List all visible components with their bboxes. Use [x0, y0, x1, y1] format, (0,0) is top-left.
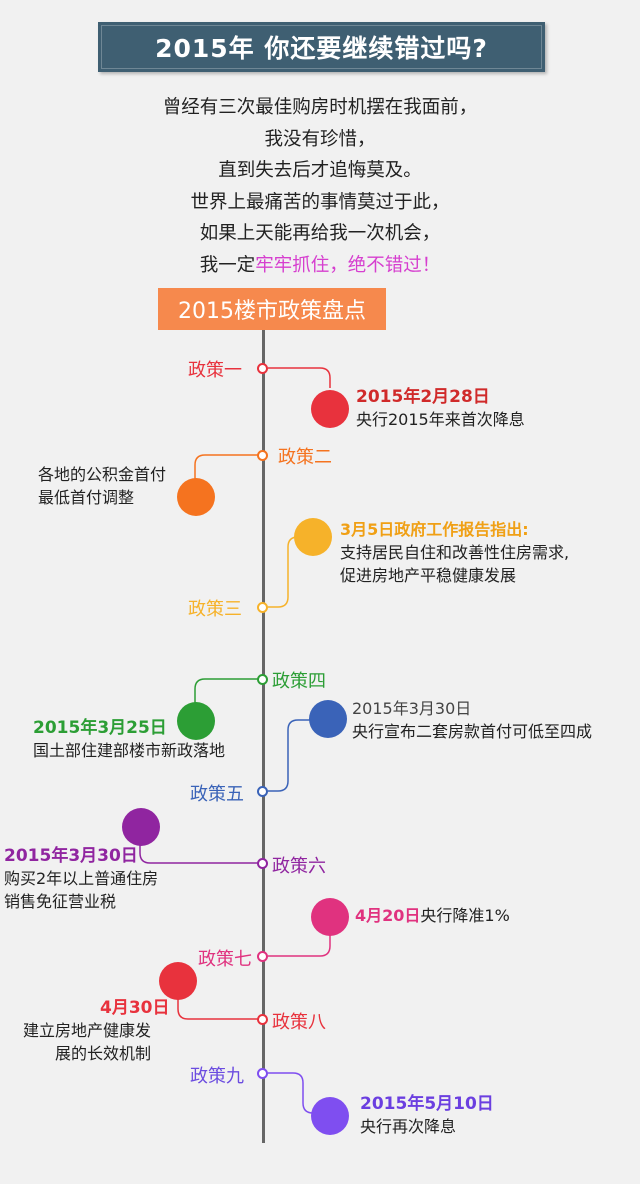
policy-5-dot [309, 700, 347, 738]
policy-6-dot [122, 808, 160, 846]
policy-3-date: 3月5日政府工作报告指出: [340, 520, 529, 539]
connector-5 [268, 719, 312, 792]
policy-2-dot [177, 478, 215, 516]
intro-line: 我没有珍惜， [264, 128, 376, 150]
timeline-axis [262, 330, 265, 1143]
policy-2-node [257, 450, 268, 461]
policy-6-desc-2: 销售免征营业税 [4, 892, 117, 911]
policy-1-dot [311, 390, 349, 428]
connector-2 [194, 454, 258, 480]
policy-2-desc-2: 最低首付调整 [38, 488, 135, 507]
policy-8-desc-2: 展的长效机制 [55, 1044, 152, 1063]
policy-7-label: 政策七 [198, 949, 252, 970]
timeline-title: 2015楼市政策盘点 [158, 288, 386, 330]
policy-2-desc-1: 各地的公积金首付 [38, 465, 167, 484]
policy-7-node [257, 951, 268, 962]
policy-4-dot [177, 702, 215, 740]
policy-3-desc-1: 支持居民自住和改善性住房需求, [340, 543, 570, 562]
policy-5-label: 政策五 [190, 784, 244, 805]
policy-5-desc: 央行宣布二套房款首付可低至四成 [352, 722, 593, 741]
banner-title: 2015年 你还要继续错过吗? [155, 34, 488, 63]
policy-4-label: 政策四 [272, 671, 326, 692]
policy-6-desc-1: 购买2年以上普通住房 [4, 869, 159, 888]
policy-9-desc: 央行再次降息 [360, 1117, 457, 1136]
policy-9-label: 政策九 [190, 1066, 244, 1087]
policy-4-desc: 国土部住建部楼市新政落地 [33, 741, 226, 760]
connector-6 [139, 845, 258, 864]
connector-8 [177, 998, 258, 1020]
policy-2-label: 政策二 [278, 447, 332, 468]
connector-1 [268, 367, 331, 388]
connector-7 [268, 935, 331, 957]
intro-line: 直到失去后才追悔莫及。 [218, 160, 422, 181]
policy-1-node [257, 363, 268, 374]
policy-8-label: 政策八 [272, 1012, 326, 1033]
intro-prefix: 我一定 [199, 254, 256, 276]
policy-6-node [257, 858, 268, 869]
policy-1-label: 政策一 [188, 360, 242, 381]
policy-7-desc: 央行降准1% [420, 906, 510, 925]
policy-4-date: 2015年3月25日 [33, 718, 167, 738]
policy-1-desc: 央行2015年来首次降息 [356, 410, 525, 429]
intro-line: 如果上天能再给我一次机会， [199, 223, 441, 244]
policy-9-date: 2015年5月10日 [360, 1094, 494, 1114]
connector-9 [268, 1072, 314, 1114]
policy-8-node [257, 1014, 268, 1025]
policy-8-date: 4月30日 [100, 998, 170, 1018]
policy-3-node [257, 602, 268, 613]
intro-line: 世界上最痛苦的事情莫过于此， [190, 191, 450, 213]
policy-3-dot [294, 518, 332, 556]
policy-3-desc-2: 促进房地产平稳健康发展 [340, 566, 517, 585]
policy-9-dot [311, 1097, 349, 1135]
intro-highlight: 牢牢抓住，绝不错过！ [255, 254, 441, 276]
policy-7-date: 4月20日 [355, 906, 421, 925]
policy-4-node [257, 674, 268, 685]
intro-line-last: 我一定牢牢抓住，绝不错过！ [0, 250, 640, 282]
policy-6-label: 政策六 [272, 856, 326, 877]
policy-9-node [257, 1068, 268, 1079]
intro-line: 曾经有三次最佳购房时机摆在我面前， [162, 97, 478, 118]
policy-8-dot [159, 962, 197, 1000]
policy-6-date: 2015年3月30日 [4, 846, 138, 866]
title-banner: 2015年 你还要继续错过吗? [98, 22, 545, 72]
policy-5-node [257, 786, 268, 797]
connector-4 [194, 678, 258, 704]
policy-7-dot [311, 898, 349, 936]
intro-text: 曾经有三次最佳购房时机摆在我面前， 我没有珍惜， 直到失去后才追悔莫及。 世界上… [0, 92, 640, 281]
policy-1-date: 2015年2月28日 [356, 387, 490, 407]
policy-7-text: 4月20日央行降准1% [355, 905, 510, 927]
policy-5-date: 2015年3月30日 [352, 699, 472, 718]
policy-8-desc-1: 建立房地产健康发 [23, 1021, 152, 1040]
policy-3-label: 政策三 [188, 599, 242, 620]
